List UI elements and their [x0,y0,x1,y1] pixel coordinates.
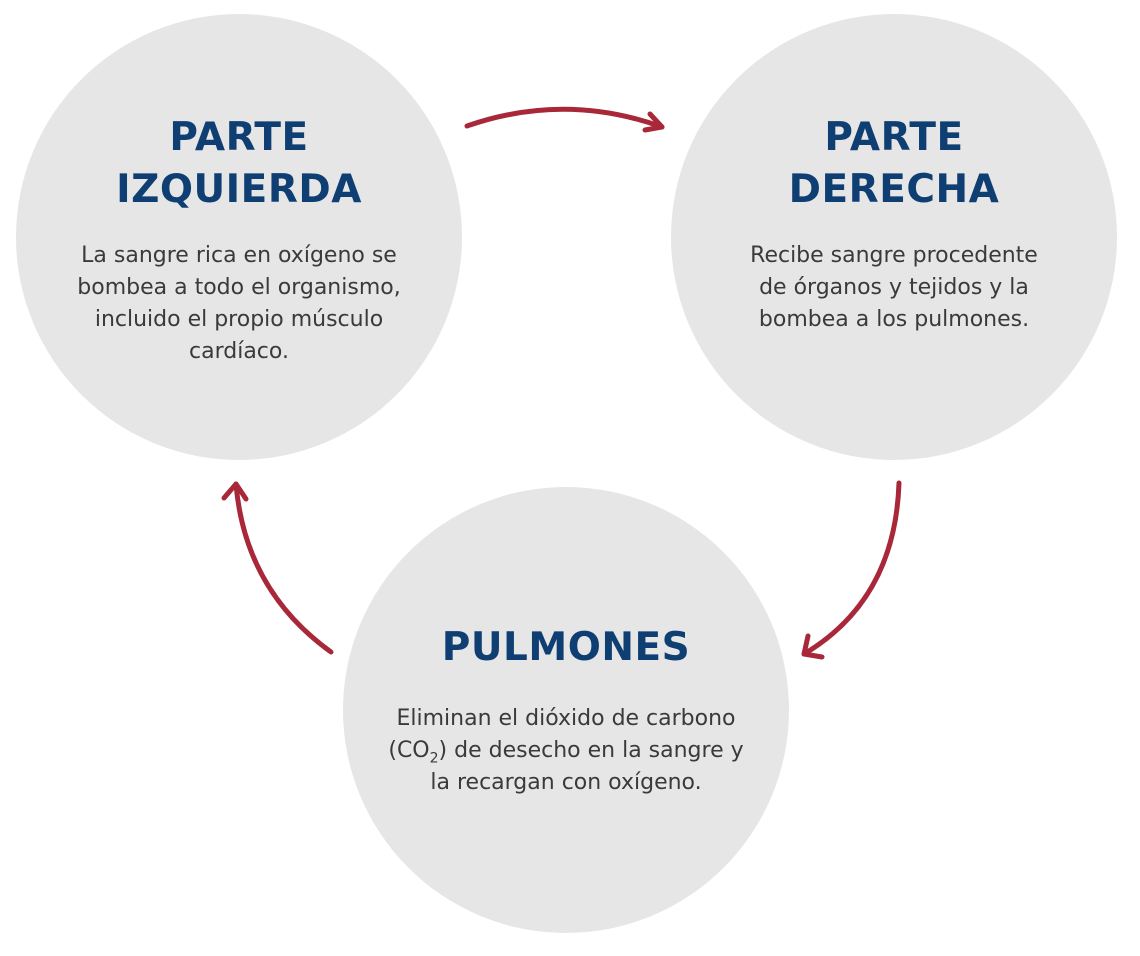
desc-line: cardíaco. [189,339,289,364]
title-line: PULMONES [441,625,691,670]
node-title: PARTE DERECHA [671,112,1117,216]
title-line: PARTE [824,115,964,160]
title-line: PARTE [169,115,309,160]
desc-line: de órganos y tejidos y la [759,275,1029,300]
node-description: Eliminan el dióxido de carbono (CO2) de … [373,703,759,799]
arrow-bottom-to-left [233,481,334,655]
arrowhead-bottom-to-left-icon [221,481,249,502]
desc-line: bombea a los pulmones. [758,307,1030,332]
arrowhead-right-to-bottom-icon [801,633,825,660]
node-pulmones: PULMONES Eliminan el dióxido de carbono … [343,487,789,933]
node-parte-izquierda: PARTE IZQUIERDA La sangre rica en oxígen… [16,14,462,460]
co2-subscript: 2 [429,750,439,767]
title-line: IZQUIERDA [116,167,362,212]
desc-line: incluido el propio músculo [94,307,384,332]
desc-line: Recibe sangre procedente [750,243,1038,268]
desc-line: bombea a todo el organismo, [77,275,401,300]
desc-text: (CO [388,738,430,763]
node-title: PULMONES [343,622,789,674]
node-title: PARTE IZQUIERDA [16,112,462,216]
node-parte-derecha: PARTE DERECHA Recibe sangre procedente d… [671,14,1117,460]
desc-line: (CO2) de desecho en la sangre y [388,738,744,767]
title-line: DERECHA [788,167,1000,212]
node-description: La sangre rica en oxígeno se bombea a to… [60,240,418,368]
desc-line: la recargan con oxígeno. [430,770,702,795]
arrow-right-to-bottom [801,480,902,657]
arrowhead-left-to-right-icon [642,111,665,133]
desc-line: La sangre rica en oxígeno se [81,243,397,268]
desc-line: Eliminan el dióxido de carbono [396,706,736,731]
desc-text: ) de desecho en la sangre y [438,738,744,763]
arrow-left-to-right [464,106,665,130]
node-description: Recibe sangre procedente de órganos y te… [731,240,1057,336]
